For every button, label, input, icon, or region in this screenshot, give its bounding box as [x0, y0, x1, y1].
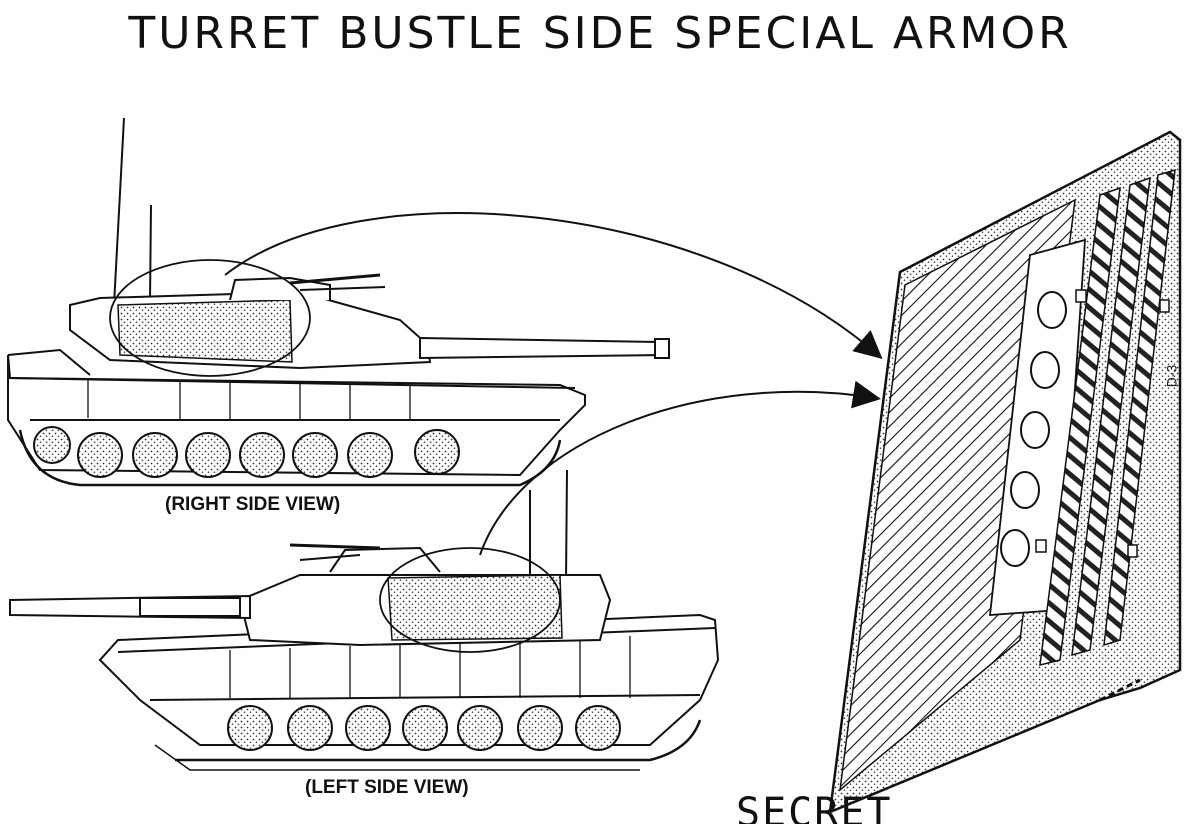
plate-holes [1000, 291, 1067, 567]
left-side-tank [9, 469, 720, 771]
page-number: D-3 [1163, 364, 1180, 388]
caption-left-side-view: (LEFT SIDE VIEW) [305, 777, 469, 798]
antenna [149, 204, 152, 303]
road-wheels [33, 426, 460, 478]
highlight-ellipse [109, 259, 311, 377]
road-wheels [227, 705, 621, 751]
right-side-tank [7, 117, 670, 487]
caption-right-side-view: (RIGHT SIDE VIEW) [165, 494, 341, 515]
armor-inner-slabs [839, 198, 1076, 792]
arrow-right-view [224, 212, 883, 359]
bustle-armor [117, 299, 293, 363]
armor-cross-section [828, 130, 1182, 814]
antenna [565, 469, 568, 581]
bustle-armor [387, 574, 563, 641]
classification-stamp: SECRET [736, 790, 893, 824]
gun-barrel [419, 336, 667, 360]
arrow-left-view [479, 380, 881, 556]
antenna [113, 117, 125, 306]
highlight-ellipse [379, 547, 561, 653]
page-title: TURRET BUSTLE SIDE SPECIAL ARMOR [128, 8, 1072, 59]
